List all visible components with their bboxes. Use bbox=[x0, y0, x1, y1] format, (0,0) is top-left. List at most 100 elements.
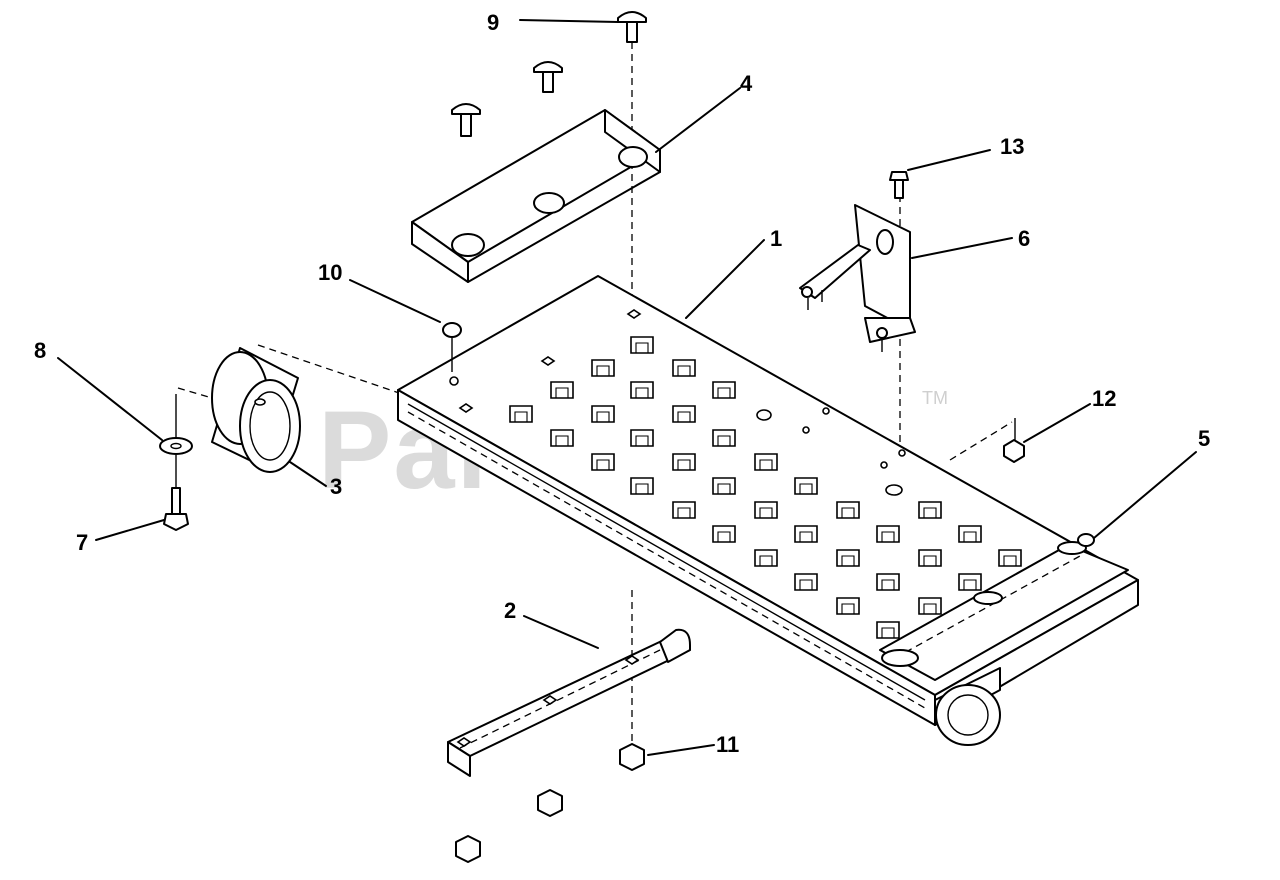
traction-slot-inner bbox=[881, 627, 895, 638]
callout-11: 11 bbox=[716, 732, 739, 757]
traction-slot bbox=[918, 597, 942, 615]
traction-slot bbox=[958, 573, 982, 591]
traction-slot-inner bbox=[677, 365, 691, 376]
traction-slot-inner bbox=[1003, 555, 1017, 566]
traction-slot-inner bbox=[596, 411, 610, 422]
platform bbox=[397, 275, 1139, 746]
traction-slot-inner bbox=[635, 435, 649, 446]
traction-slot bbox=[836, 501, 860, 519]
traction-slot-inner bbox=[923, 603, 937, 614]
traction-slot-inner bbox=[923, 507, 937, 518]
traction-slot-inner bbox=[841, 555, 855, 566]
traction-slot bbox=[550, 429, 574, 447]
traction-slots bbox=[509, 336, 1022, 639]
bolt-7 bbox=[163, 487, 189, 531]
traction-slot-inner bbox=[881, 531, 895, 542]
callout-12: 12 bbox=[1092, 386, 1116, 411]
traction-slot-inner bbox=[677, 507, 691, 518]
traction-slot bbox=[794, 477, 818, 495]
traction-slot bbox=[876, 525, 900, 543]
callout-2: 2 bbox=[504, 598, 516, 623]
traction-slot-inner bbox=[963, 579, 977, 590]
traction-slot bbox=[712, 429, 736, 447]
callout-3: 3 bbox=[330, 474, 342, 499]
angle-bracket bbox=[799, 204, 916, 352]
support-bracket bbox=[447, 628, 691, 777]
traction-slot-inner bbox=[555, 435, 569, 446]
traction-slot-inner bbox=[635, 483, 649, 494]
traction-slot-inner bbox=[841, 507, 855, 518]
leader-lines bbox=[57, 19, 1197, 756]
traction-slot bbox=[630, 429, 654, 447]
callout-10: 10 bbox=[318, 260, 342, 285]
traction-slot bbox=[754, 453, 778, 471]
traction-slot-inner bbox=[799, 531, 813, 542]
traction-slot-inner bbox=[717, 483, 731, 494]
nuts-lower bbox=[455, 743, 645, 863]
carriage-bolts bbox=[451, 11, 647, 137]
traction-slot bbox=[630, 336, 654, 354]
nut-10 bbox=[442, 322, 462, 372]
traction-slot bbox=[836, 597, 860, 615]
traction-slot-inner bbox=[635, 387, 649, 398]
callout-5: 5 bbox=[1198, 426, 1210, 451]
traction-slot bbox=[918, 549, 942, 567]
traction-slot bbox=[754, 501, 778, 519]
traction-slot bbox=[630, 381, 654, 399]
traction-slot-inner bbox=[677, 411, 691, 422]
traction-slot-inner bbox=[841, 603, 855, 614]
traction-slot bbox=[591, 405, 615, 423]
traction-slot-inner bbox=[717, 531, 731, 542]
traction-slot-inner bbox=[717, 387, 731, 398]
callout-4: 4 bbox=[740, 71, 753, 96]
traction-slot bbox=[672, 453, 696, 471]
pivot-tube-end bbox=[1077, 533, 1095, 547]
traction-slot-inner bbox=[759, 555, 773, 566]
traction-slot bbox=[836, 549, 860, 567]
traction-slot bbox=[712, 525, 736, 543]
callout-9: 9 bbox=[487, 10, 499, 35]
washer bbox=[159, 437, 193, 455]
traction-slot-inner bbox=[923, 555, 937, 566]
callout-labels: 9 4 1 13 6 10 8 3 7 12 5 2 11 bbox=[34, 10, 1210, 757]
nut-12 bbox=[1003, 439, 1025, 463]
bolt-13 bbox=[889, 171, 909, 199]
traction-slot-inner bbox=[717, 435, 731, 446]
traction-slot bbox=[998, 549, 1022, 567]
callout-6: 6 bbox=[1018, 226, 1030, 251]
traction-slot bbox=[958, 525, 982, 543]
traction-slot-inner bbox=[759, 507, 773, 518]
traction-slot bbox=[794, 573, 818, 591]
traction-slot bbox=[794, 525, 818, 543]
traction-slot-inner bbox=[677, 459, 691, 470]
traction-slot bbox=[630, 477, 654, 495]
watermark-trademark: TM bbox=[922, 388, 948, 408]
traction-slot bbox=[754, 549, 778, 567]
traction-slot-inner bbox=[881, 579, 895, 590]
traction-slot bbox=[591, 453, 615, 471]
traction-slot bbox=[712, 477, 736, 495]
traction-slot-inner bbox=[596, 365, 610, 376]
traction-slot bbox=[550, 381, 574, 399]
callout-7: 7 bbox=[76, 530, 88, 555]
traction-slot bbox=[672, 405, 696, 423]
traction-slot bbox=[591, 359, 615, 377]
traction-slot bbox=[876, 621, 900, 639]
traction-slot-inner bbox=[963, 531, 977, 542]
traction-slot bbox=[712, 381, 736, 399]
traction-slot bbox=[672, 501, 696, 519]
traction-slot bbox=[672, 359, 696, 377]
traction-slot bbox=[918, 501, 942, 519]
traction-slot-inner bbox=[555, 387, 569, 398]
callout-13: 13 bbox=[1000, 134, 1024, 159]
callout-8: 8 bbox=[34, 338, 46, 363]
callout-1: 1 bbox=[770, 226, 782, 251]
traction-slot-inner bbox=[799, 579, 813, 590]
traction-slot bbox=[876, 573, 900, 591]
traction-slot bbox=[509, 405, 533, 423]
traction-slot-inner bbox=[759, 459, 773, 470]
traction-slot-inner bbox=[799, 483, 813, 494]
traction-slot-inner bbox=[596, 459, 610, 470]
sleeve bbox=[211, 347, 301, 473]
